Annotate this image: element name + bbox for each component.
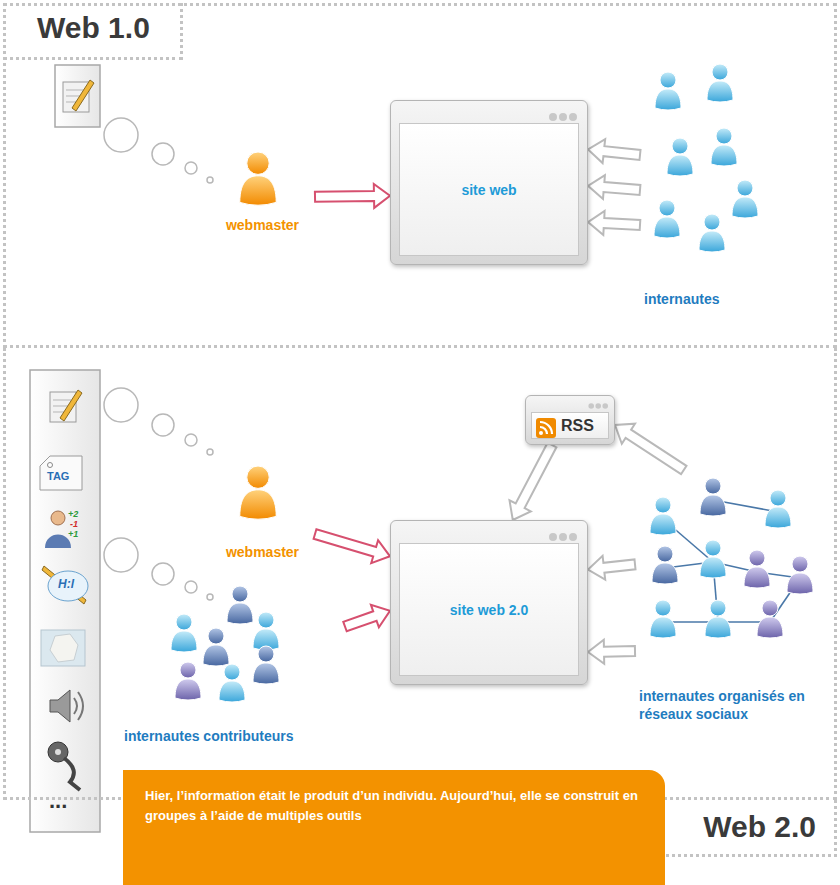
person-head — [224, 664, 240, 680]
window-label: site web — [391, 182, 587, 198]
icon-label: ... — [49, 790, 67, 812]
person-body — [787, 573, 813, 594]
hollow-arrow — [314, 529, 390, 563]
icon-label: +2 — [68, 510, 78, 519]
person-head — [247, 152, 269, 174]
rss-window: RSS — [525, 395, 615, 445]
person-body — [707, 81, 733, 102]
tool-icons — [40, 390, 88, 790]
person-head — [176, 614, 192, 630]
person-body — [171, 631, 197, 652]
person-body — [203, 645, 229, 666]
icon-label: -1 — [70, 520, 78, 529]
person-head — [712, 64, 728, 80]
person-body — [711, 145, 737, 166]
hollow-arrow — [588, 211, 640, 235]
person-body — [667, 155, 693, 176]
rss-icon — [536, 418, 556, 438]
window-label: site web 2.0 — [391, 602, 587, 618]
caption-box: Hier, l’information était le produit d’u… — [123, 770, 665, 885]
pencil-icon — [63, 80, 94, 112]
tool-strip — [30, 370, 100, 832]
actor-figure: webmaster — [210, 150, 315, 235]
person-head — [710, 600, 726, 616]
hollow-arrow — [588, 175, 640, 199]
person-head — [232, 586, 248, 602]
hollow-arrow — [588, 556, 636, 580]
person-head — [704, 214, 720, 230]
group-label: internautes contributeurs — [124, 728, 294, 746]
user-group: internautes organisés en réseaux sociaux — [635, 470, 830, 725]
person-body — [227, 603, 253, 624]
person-body — [705, 617, 731, 638]
window-buttons — [547, 107, 577, 115]
group-label: internautes — [644, 291, 719, 309]
people-figures — [171, 64, 813, 702]
person-body — [253, 663, 279, 684]
person-head — [660, 72, 676, 88]
person-body — [744, 567, 770, 588]
hollow-arrow — [615, 424, 687, 475]
person-head — [792, 556, 808, 572]
browser-window: site web — [390, 100, 588, 265]
section-panel: Web 2.0webmasterinternautes contributeur… — [3, 348, 837, 800]
icon-label: TAG — [47, 471, 69, 482]
person-body — [700, 557, 726, 578]
person-head — [705, 478, 721, 494]
person-body — [757, 617, 783, 638]
browser-window: site web 2.0 — [390, 520, 588, 685]
person-head — [749, 550, 765, 566]
group-label: internautes organisés en réseaux sociaux — [639, 688, 824, 723]
user-group: internautes — [640, 60, 780, 310]
person-head — [737, 180, 753, 196]
person-head — [705, 540, 721, 556]
icon-label: +1 — [68, 530, 78, 539]
user-group: internautes contributeurs — [120, 575, 345, 747]
hollow-arrow — [588, 139, 641, 163]
person-body — [240, 176, 276, 205]
person-head — [655, 600, 671, 616]
person-head — [716, 128, 732, 144]
actor-label: webmaster — [210, 217, 315, 233]
section-heading: Web 2.0 — [660, 800, 837, 857]
person-body — [240, 490, 276, 519]
hollow-arrow — [315, 184, 390, 208]
person-body — [655, 89, 681, 110]
person-body — [654, 217, 680, 238]
person-head — [247, 466, 269, 488]
actor-figure: webmaster — [210, 462, 315, 562]
section-heading: Web 1.0 — [3, 3, 183, 60]
person-head — [657, 546, 673, 562]
person-head — [180, 662, 196, 678]
feed-label: RSS — [561, 417, 594, 435]
person-body — [175, 679, 201, 700]
person-body — [700, 495, 726, 516]
window-buttons — [547, 527, 577, 535]
person-head — [770, 490, 786, 506]
actor-label: webmaster — [210, 544, 315, 560]
person-head — [208, 628, 224, 644]
person-body — [699, 231, 725, 252]
person-head — [659, 200, 675, 216]
person-head — [762, 600, 778, 616]
person-body — [219, 681, 245, 702]
person-head — [258, 612, 274, 628]
person-body — [652, 563, 678, 584]
hollow-arrow — [588, 640, 635, 664]
person-body — [765, 507, 791, 528]
icon-label: H:l — [58, 578, 74, 590]
thought-bubbles — [104, 118, 213, 600]
window-buttons — [587, 399, 608, 405]
hollow-arrow — [343, 605, 390, 632]
person-head — [655, 497, 671, 513]
person-body — [650, 617, 676, 638]
person-head — [672, 138, 688, 154]
hollow-arrow — [510, 443, 557, 520]
person-body — [650, 514, 676, 535]
section-panel: Web 1.0 webmaster site web internautes — [3, 3, 837, 348]
person-head — [258, 646, 274, 662]
person-body — [732, 197, 758, 218]
